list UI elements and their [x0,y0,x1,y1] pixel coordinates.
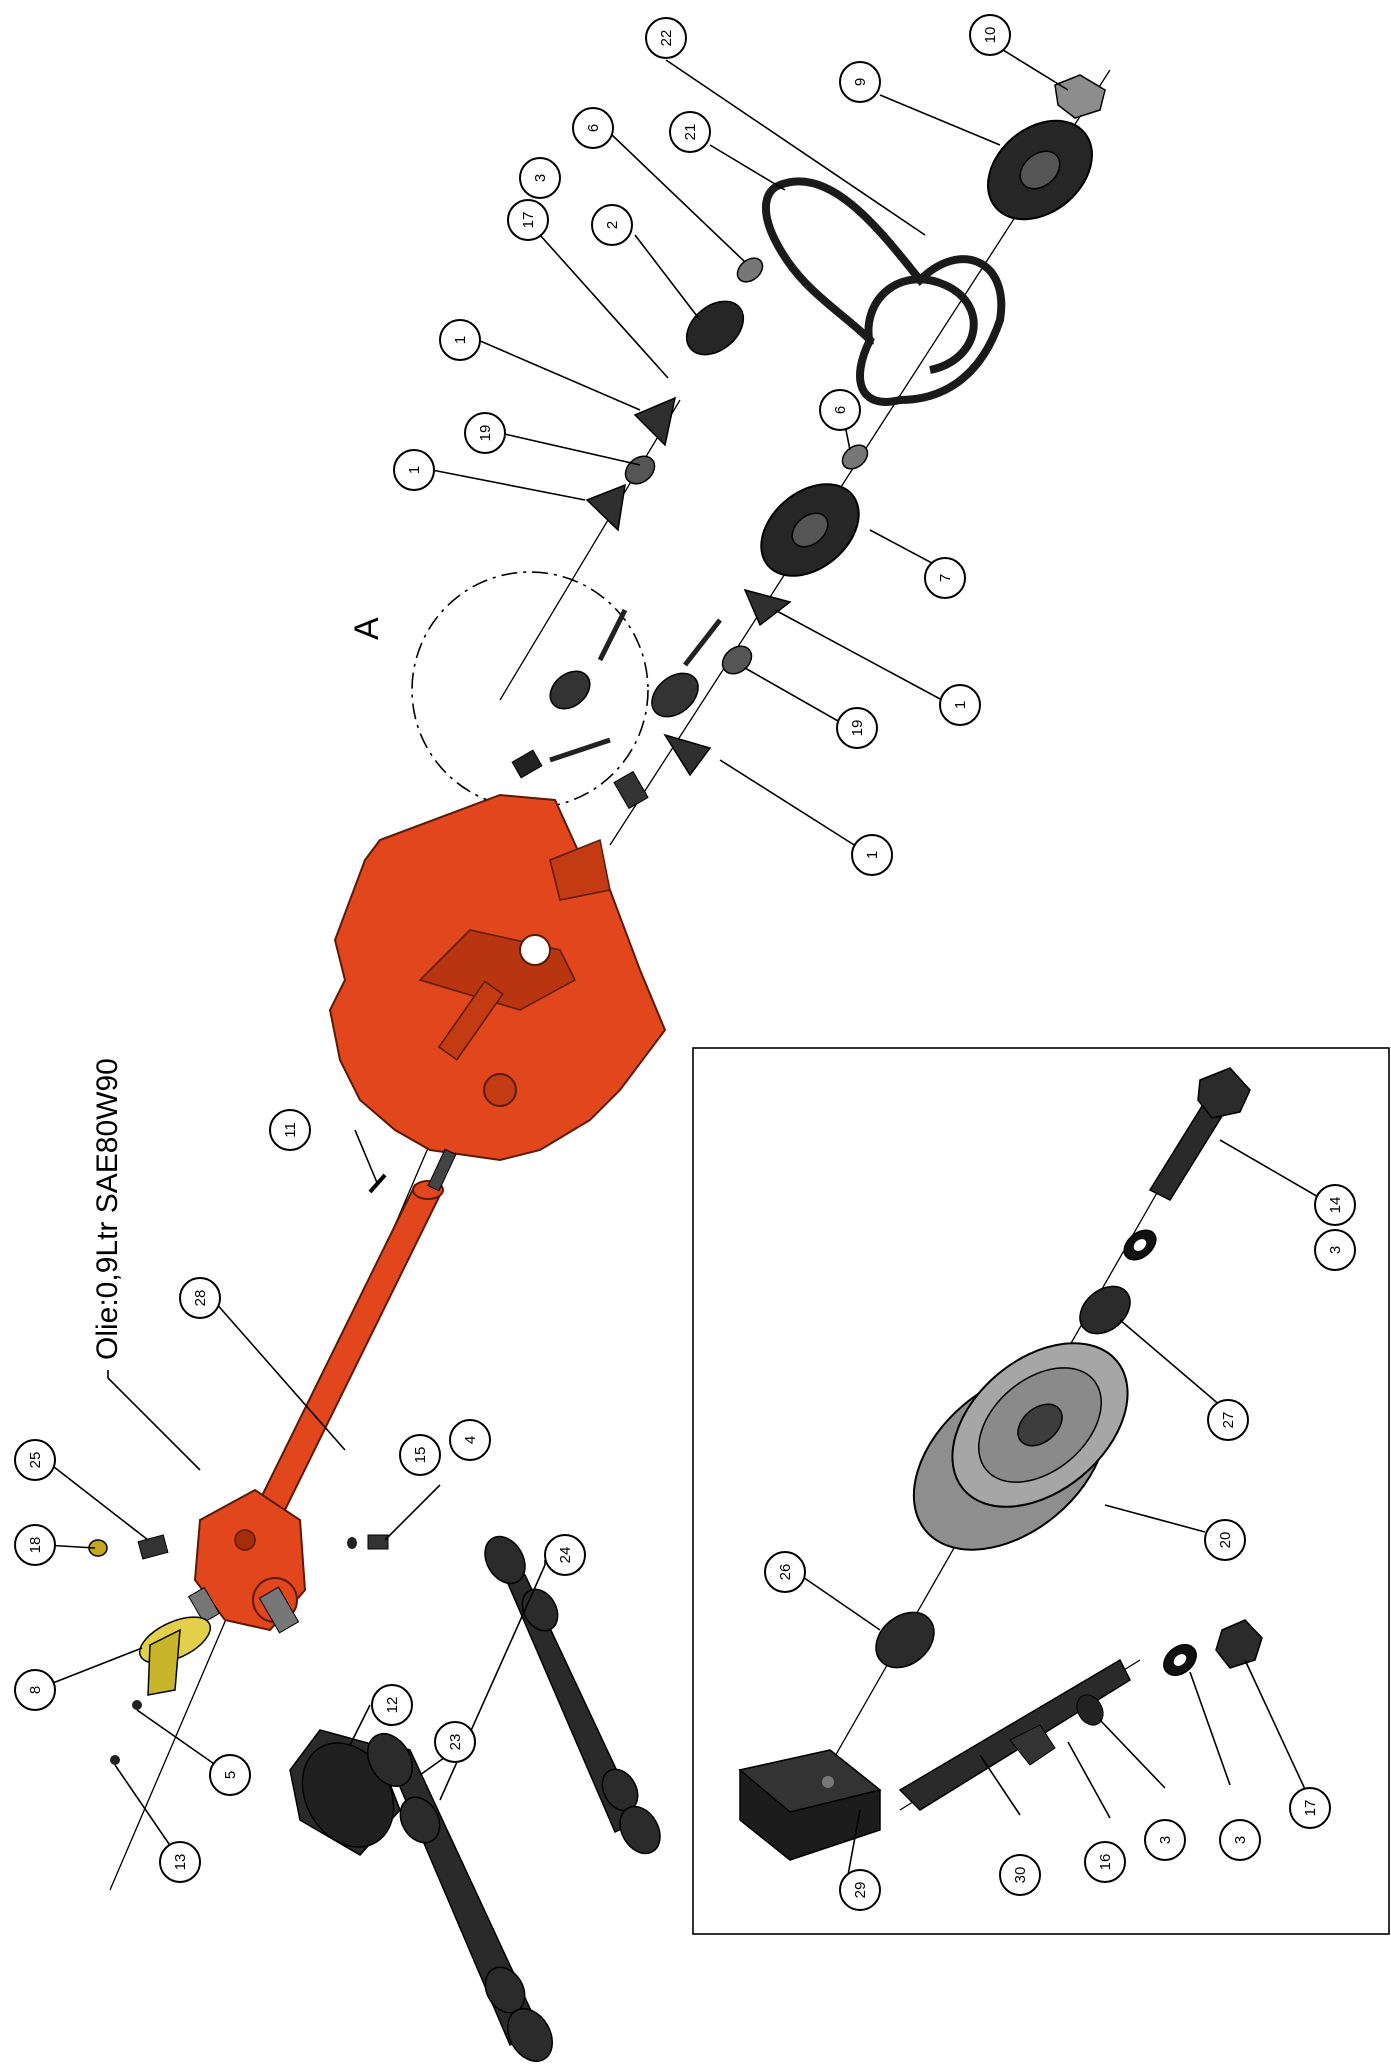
balloon-label: 25 [27,1452,44,1469]
balloon-label: 3 [1232,1836,1249,1844]
balloon-label: 21 [682,124,699,141]
balloon: 6 [572,107,614,149]
balloon: 17 [1289,1787,1331,1829]
detail-a-circle [411,571,649,809]
balloon-label: 3 [1157,1836,1174,1844]
balloon-label: 1 [864,851,881,859]
balloon: 16 [1084,1841,1126,1883]
oil-note: Olie:0,9Ltr SAE80W90 [91,1058,124,1360]
balloon-label: 24 [557,1547,574,1564]
balloon: 13 [159,1841,201,1883]
balloon: 11 [269,1109,311,1151]
balloon: 3 [1219,1819,1261,1861]
axis-upper [499,399,681,701]
balloon: 24 [544,1534,586,1576]
deck-frame [328,793,667,1162]
balloon-label: 6 [585,124,602,132]
balloon: 30 [999,1854,1041,1896]
balloon: 1 [439,319,481,361]
balloon-label: 3 [1327,1246,1344,1254]
balloon: 3 [519,157,561,199]
balloon: 29 [839,1869,881,1911]
balloon: 20 [1204,1519,1246,1561]
balloon: 3 [1144,1819,1186,1861]
balloon: 2 [591,204,633,246]
balloon-label: 9 [852,78,869,86]
balloon-label: 11 [282,1122,299,1138]
balloon: 10 [969,14,1011,56]
balloon-label: 16 [1097,1854,1114,1871]
balloon-label: 10 [982,27,999,44]
balloon: 28 [179,1277,221,1319]
detail-a-assembly [738,1067,1263,1861]
balloon: 12 [371,1684,413,1726]
balloon: 19 [464,412,506,454]
balloon-label: 18 [27,1537,44,1554]
balloon-label: 1 [406,466,423,474]
balloon-label: 22 [658,30,675,47]
balloon: 27 [1207,1399,1249,1441]
leader-lines [34,41,1321,1876]
balloon: 4 [449,1419,491,1461]
balloon-label: 15 [412,1447,429,1464]
balloon-label: 23 [447,1734,464,1751]
balloon-label: 4 [462,1436,479,1444]
balloon: 1 [939,684,981,726]
balloon-label: 5 [222,1771,239,1779]
balloon: 23 [434,1721,476,1763]
balloon: 21 [669,111,711,153]
balloon-label: 1 [452,336,469,344]
balloon: 25 [14,1439,56,1481]
balloon: 19 [836,707,878,749]
balloon-label: 8 [27,1686,44,1694]
balloon-label: 17 [520,212,537,229]
balloon: 14 [1314,1184,1356,1226]
balloon-label: 20 [1217,1532,1234,1549]
balloon-label: 1 [952,701,969,709]
balloon-label: 29 [852,1882,869,1899]
balloon-label: 13 [172,1854,189,1871]
balloon: 9 [839,61,881,103]
balloon-label: 28 [192,1290,209,1307]
detail-a-label: A [348,617,386,640]
balloon-label: 17 [1302,1800,1319,1817]
balloon-label: 19 [477,425,494,442]
balloon: 22 [645,17,687,59]
yellow-flange [110,1616,212,1765]
balloon: 7 [924,557,966,599]
balloon: 15 [399,1434,441,1476]
balloon-label: 6 [832,406,849,414]
balloon-label: 19 [849,720,866,737]
balloon: 1 [851,834,893,876]
balloon-label: 7 [937,574,954,582]
gearbox [88,1488,389,1634]
balloon-label: 27 [1220,1412,1237,1429]
balloon: 18 [14,1524,56,1566]
balloon: 17 [507,199,549,241]
balloon-label: 3 [532,174,549,182]
pulley-train [511,74,1106,810]
balloon: 6 [819,389,861,431]
balloon-label: 14 [1327,1197,1344,1214]
balloon: 3 [1314,1229,1356,1271]
driveshaft-24 [484,1535,661,1855]
balloon: 5 [209,1754,251,1796]
detail-box [692,1047,1390,1935]
balloon-label: 30 [1012,1867,1029,1884]
oil-note-leader [107,1370,201,1471]
balloon: 1 [393,449,435,491]
balloon-label: 12 [384,1697,401,1714]
driveshaft-23 [366,1733,554,2062]
balloon: 8 [14,1669,56,1711]
balloon-label: 26 [777,1564,794,1581]
balloon: 26 [764,1551,806,1593]
balloon-label: 2 [604,221,621,229]
